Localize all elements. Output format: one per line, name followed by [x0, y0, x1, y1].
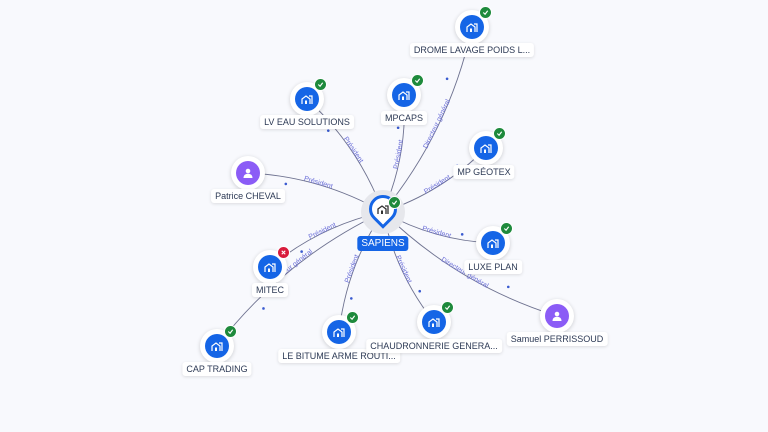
check-icon — [224, 325, 237, 338]
node-circle[interactable] — [231, 156, 265, 190]
edge-label: Président — [303, 175, 333, 190]
check-icon — [441, 301, 454, 314]
node-label[interactable]: MITEC — [252, 283, 288, 297]
building-icon — [377, 202, 389, 220]
node-label[interactable]: MPCAPS — [380, 111, 428, 125]
node-label[interactable]: DROME LAVAGE POIDS L... — [409, 43, 535, 57]
node-label[interactable]: MP GÉOTEX — [453, 165, 515, 179]
building-icon — [205, 334, 229, 358]
building-icon — [295, 87, 319, 111]
node-circle[interactable] — [387, 74, 424, 112]
building-icon — [258, 255, 282, 279]
building-icon — [474, 136, 498, 160]
node-circle[interactable] — [455, 6, 492, 44]
building-icon — [392, 83, 416, 107]
node-circle[interactable] — [253, 246, 290, 284]
building-icon — [422, 310, 446, 334]
edge-arrow-icon — [506, 285, 510, 289]
check-icon — [388, 196, 401, 209]
node-circle[interactable] — [540, 299, 574, 333]
check-icon — [411, 74, 424, 87]
edge-arrow-icon — [418, 289, 422, 293]
node-label[interactable]: Samuel PERRISSOUD — [506, 332, 608, 346]
edge-label: Président — [344, 254, 361, 284]
edge-label: Directeur général — [422, 98, 452, 150]
edge-arrow-icon — [460, 233, 464, 236]
building-icon — [327, 320, 351, 344]
node-label[interactable]: LV EAU SOLUTIONS — [260, 115, 354, 129]
close-icon — [277, 246, 290, 259]
edge-label: Président — [423, 174, 452, 196]
person-icon — [545, 304, 569, 328]
node-label[interactable]: LUXE PLAN — [464, 260, 522, 274]
node-circle[interactable] — [476, 222, 513, 260]
edge-arrow-icon — [300, 250, 303, 253]
edge-arrow-icon — [262, 307, 265, 310]
node-circle[interactable] — [417, 301, 454, 339]
node-circle[interactable] — [469, 127, 506, 165]
check-icon — [479, 6, 492, 19]
edge-arrow-icon — [350, 297, 353, 300]
edge-captrading — [216, 211, 384, 347]
node-label[interactable]: CAP TRADING — [182, 362, 252, 376]
edge-arrow-icon — [445, 77, 449, 81]
check-icon — [346, 311, 359, 324]
check-icon — [500, 222, 513, 235]
edge-label: Président — [394, 255, 413, 285]
node-circle[interactable] — [290, 78, 327, 116]
node-label[interactable]: CHAUDRONNERIE GENERA... — [366, 339, 502, 353]
node-label[interactable]: Patrice CHEVAL — [211, 189, 285, 203]
edge-label: Président — [393, 139, 405, 169]
edge-label: Président — [342, 136, 364, 164]
edge-arrow-icon — [396, 126, 400, 130]
check-icon — [314, 78, 327, 91]
person-icon — [236, 161, 260, 185]
center-label[interactable]: SAPIENS — [357, 236, 409, 251]
node-circle[interactable] — [200, 325, 237, 363]
check-icon — [493, 127, 506, 140]
edge-samuel — [382, 211, 558, 317]
edge-label: Président — [308, 222, 338, 241]
node-circle[interactable] — [322, 311, 359, 349]
building-icon — [460, 15, 484, 39]
edge-arrow-icon — [326, 129, 330, 132]
edge-arrow-icon — [284, 182, 288, 186]
edge-label: Président — [421, 225, 451, 240]
building-icon — [481, 231, 505, 255]
